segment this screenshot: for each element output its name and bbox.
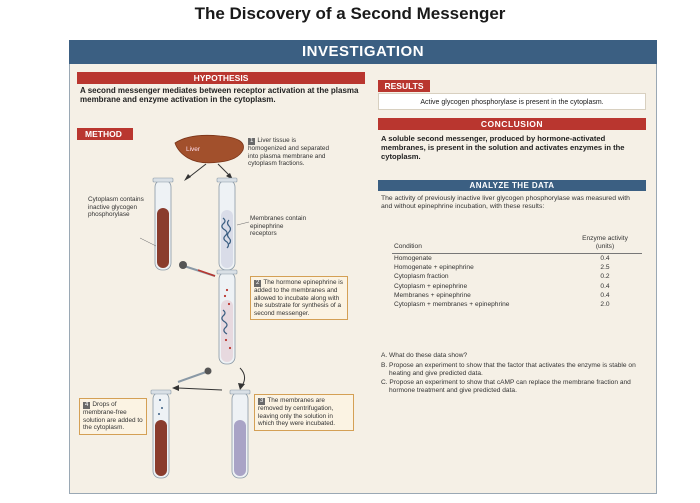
step4-number: 4 xyxy=(83,402,91,409)
table-row: Membranes + epinephrine 0.4 xyxy=(392,291,642,300)
step1-text: Liver tissue is homogenized and separate… xyxy=(248,137,330,168)
results-text: Active glycogen phosphorylase is present… xyxy=(378,93,646,110)
col-activity-label: Enzyme activity xyxy=(582,235,628,242)
investigation-header: INVESTIGATION xyxy=(69,40,657,64)
table-row: Cytoplasm + epinephrine 0.4 xyxy=(392,282,642,291)
step2-number: 2 xyxy=(254,280,262,287)
solution-dropper xyxy=(177,367,212,383)
hypothesis-text: A second messenger mediates between rece… xyxy=(80,86,359,105)
table-row: Homogenate + epinephrine 2.5 xyxy=(392,263,642,272)
final-cytoplasm-tube xyxy=(150,389,172,479)
arrow-to-centrifuge xyxy=(239,367,246,387)
membrane-free-tube xyxy=(229,389,251,479)
row-value: 0.4 xyxy=(600,291,610,299)
row-value: 2.5 xyxy=(600,264,610,272)
arrow-to-membranes xyxy=(217,163,231,177)
question-c: C. Propose an experiment to show that cA… xyxy=(381,379,631,395)
table-row: Cytoplasm fraction 0.2 xyxy=(392,272,642,281)
col-units-label: (units) xyxy=(595,243,615,250)
table-row: Cytoplasm + membranes + epinephrine 2.0 xyxy=(392,300,642,309)
row-value: 0.4 xyxy=(600,255,610,262)
incubation-tube xyxy=(216,269,238,365)
step3-text: The membranes are removed by centrifugat… xyxy=(258,397,336,428)
col-activity: Enzyme activity(units) xyxy=(568,235,642,254)
question-a: A. What do these data show? xyxy=(381,352,468,359)
liver-illustration: Liver xyxy=(174,134,244,164)
row-value: 0.2 xyxy=(600,273,610,281)
liver-label: Liver xyxy=(186,146,201,153)
hypothesis-label: HYPOTHESIS xyxy=(77,72,365,84)
col-condition: Condition xyxy=(392,235,568,254)
row-value: 0.4 xyxy=(600,282,610,290)
step3-number: 3 xyxy=(258,398,266,405)
arrow-to-cytoplasm xyxy=(187,163,207,179)
arrow-to-cytoplasm-final xyxy=(177,387,223,391)
step4-text: Drops of membrane-free solution are adde… xyxy=(83,401,143,432)
epinephrine-dropper xyxy=(179,261,216,277)
row-condition: Homogenate + epinephrine xyxy=(394,264,474,272)
question-b: B. Propose an experiment to show that th… xyxy=(381,361,636,377)
row-condition: Cytoplasm + epinephrine xyxy=(394,282,468,290)
row-condition: Homogenate xyxy=(394,255,432,262)
cytoplasm-tube xyxy=(152,177,174,271)
conclusion-label: CONCLUSION xyxy=(378,118,646,130)
method-label: METHOD xyxy=(77,128,133,140)
row-condition: Cytoplasm + membranes + epinephrine xyxy=(394,301,510,309)
conclusion-text: A soluble second messenger, produced by … xyxy=(381,134,625,162)
results-label: RESULTS xyxy=(378,80,430,92)
step1-number: 1 xyxy=(248,138,256,145)
table-row: Homogenate 0.4 xyxy=(392,254,642,264)
membranes-note: Membranes contain epinephrine receptors xyxy=(250,215,307,238)
data-table: Condition Enzyme activity(units) Homogen… xyxy=(392,235,642,309)
analyze-intro: The activity of previously inactive live… xyxy=(381,195,630,210)
page-title: The Discovery of a Second Messenger xyxy=(194,4,506,23)
analyze-label: ANALYZE THE DATA xyxy=(378,180,646,191)
row-value: 2.0 xyxy=(600,301,610,309)
row-condition: Membranes + epinephrine xyxy=(394,291,471,299)
step2-text: The hormone epinephrine is added to the … xyxy=(254,279,343,317)
row-condition: Cytoplasm fraction xyxy=(394,273,449,281)
membranes-tube xyxy=(216,177,238,271)
questions: A. What do these data show? B. Propose a… xyxy=(381,352,643,397)
cytoplasm-note: Cytoplasm contains inactive glycogen pho… xyxy=(88,196,144,219)
